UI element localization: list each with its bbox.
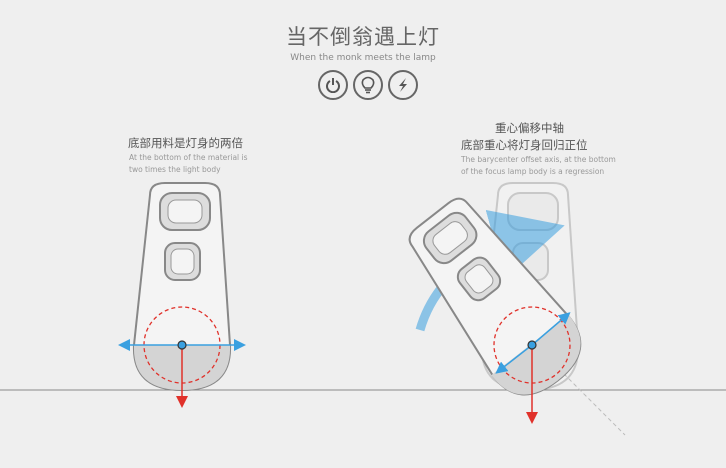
- page-subtitle: When the monk meets the lamp: [290, 53, 436, 63]
- upright-lamp: [118, 182, 246, 408]
- right-desc-1: The barycenter offset axis, at the botto…: [461, 155, 616, 164]
- lightning-icon: [388, 70, 418, 100]
- lightbulb-icon: [353, 70, 383, 100]
- right-desc-2: of the focus lamp body is a regression: [461, 167, 605, 176]
- left-desc-2: two times the light body: [129, 165, 221, 174]
- left-desc-1: At the bottom of the material is: [129, 153, 248, 162]
- right-heading-2: 底部重心将灯身回归正位: [461, 138, 588, 152]
- left-heading: 底部用料是灯身的两倍: [128, 136, 243, 150]
- page-title: 当不倒翁遇上灯: [286, 25, 440, 49]
- right-heading-1: 重心偏移中轴: [495, 121, 564, 135]
- power-icon: [318, 70, 348, 100]
